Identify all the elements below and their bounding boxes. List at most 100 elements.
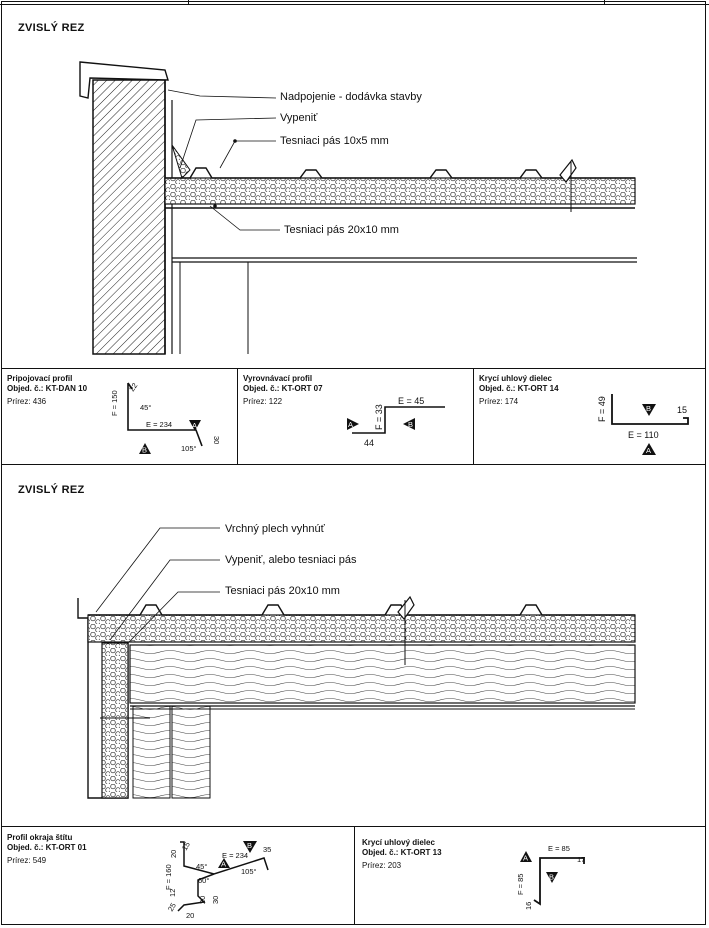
marker-triangle [642,443,656,455]
dim-label: F = 150 [110,390,119,416]
marker-triangle [347,418,359,430]
callout-label: Vrchný plech vyhnúť [225,523,325,535]
profile-divider [473,369,474,464]
timber-beam [129,644,636,704]
marker-triangle [403,418,415,430]
callout-label: Nadpojenie - dodávka stavby [280,91,422,103]
profile-code: Objed. č.: KT-DAN 10 [7,384,88,393]
dim-label: F = 49 [597,396,607,422]
dim-label: 30 [211,896,220,904]
dim-label: 17 [577,855,585,864]
dim-label: E = 234 [146,420,172,429]
profile-sketch-kt-ort-07: E = 45 F = 33 44 A B [347,396,445,448]
profile-name: Vyrovnávací profil [243,374,313,383]
profile-sketch-kt-ort-14: F = 49 15 E = 110 B A [597,394,689,455]
profile-name: Pripojovací profil [7,374,73,383]
callout-label: Vypeniť, alebo tesniaci pás [225,554,357,566]
dim-label: 20 [198,896,207,904]
dim-label: 105° [241,867,257,876]
dim-label: 25 [166,901,178,913]
dim-label: 20 [186,911,194,920]
marker-letter: B [549,873,554,882]
dim-label: F = 160 [164,864,173,890]
divider-line [1,368,706,369]
profile-cross: Prírez: 203 [362,861,402,870]
marker-triangle [218,858,230,868]
dim-label: E = 45 [398,396,424,406]
dim-label: 105° [181,444,197,453]
marker-letter: B [247,841,252,850]
profile-name: Profil okraja štítu [7,833,73,842]
dim-label: F = 33 [374,404,384,430]
profile-sketch-kt-ort-13: E = 85 17 F = 85 16 A B [516,844,585,910]
marker-letter: B [646,404,651,413]
roof-panel [87,614,636,643]
profile-cross: Prírez: 436 [7,397,47,406]
callout-label: Tesniaci pás 20x10 mm [284,224,399,236]
marker-triangle [139,443,151,454]
top-strip [0,0,709,5]
callout-label: Tesniaci pás 10x5 mm [280,135,389,147]
dim-label: 12 [168,889,177,897]
divider-line [1,464,706,465]
marker-letter: A [192,421,197,430]
marker-letter: A [646,446,651,455]
timber-post [132,705,171,799]
dim-label: E = 85 [548,844,570,853]
profile-code: Objed. č.: KT-ORT 13 [362,848,442,857]
panel-sheet [88,604,635,616]
callout-label: Tesniaci pás 20x10 mm [225,585,340,597]
marker-letter: A [348,420,353,429]
marker-triangle [642,404,656,416]
section-title: ZVISLÝ REZ [18,484,85,496]
marker-letter: A [523,854,528,863]
section-2-drawing [77,527,636,799]
profile-divider [354,827,355,925]
marker-triangle [243,841,257,853]
profile-cross: Prírez: 174 [479,397,519,406]
marker-letter: B [142,446,147,455]
marker-triangle [189,420,201,431]
fastener-icon [397,595,415,620]
gable-panel [101,642,129,799]
masonry-wall [92,79,166,355]
dim-label: 45° [140,403,151,412]
divider-line [1,826,706,827]
profile-code: Objed. č.: KT-ORT 14 [479,384,559,393]
dim-label: 30 [212,436,221,444]
callout-label: Vypeniť [280,112,318,124]
profile-code: Objed. č.: KT-ORT 01 [7,843,87,852]
profile-divider [237,369,238,464]
dim-label: E = 234 [222,851,248,860]
dim-label: 44 [364,438,374,448]
marker-letter: A [221,860,226,869]
dim-label: 35 [263,845,271,854]
section-title: ZVISLÝ REZ [18,22,85,34]
dim-label: E = 110 [628,430,659,440]
timber-post [171,705,211,799]
dim-label: F = 85 [516,874,525,895]
dim-label: 15 [180,840,192,852]
marker-triangle [520,851,532,862]
panel-sheet [165,167,635,179]
dim-label: 45° [196,862,207,871]
marker-triangle [546,872,558,883]
profile-code: Objed. č.: KT-ORT 07 [243,384,323,393]
wall-coping [79,61,169,99]
profile-name: Krycí uhlový dielec [479,374,552,383]
profile-sketch-kt-dan-10: F = 150 22 45° E = 234 30 105° A B [110,381,221,454]
dim-label: 15 [677,405,687,415]
dim-label: 22 [127,381,139,393]
profile-name: Krycí uhlový dielec [362,838,435,847]
top-strip-divider [604,0,605,4]
top-strip-divider [188,0,189,4]
sandwich-panel [164,177,636,205]
section-1-drawing [79,61,637,355]
dim-label: 16 [524,902,533,910]
fastener-icon [559,158,577,183]
profile-sketch-kt-ort-01: F = 160 20 15 45° E = 234 35 60° 105° 12… [164,840,271,920]
marker-letter: B [408,420,413,429]
